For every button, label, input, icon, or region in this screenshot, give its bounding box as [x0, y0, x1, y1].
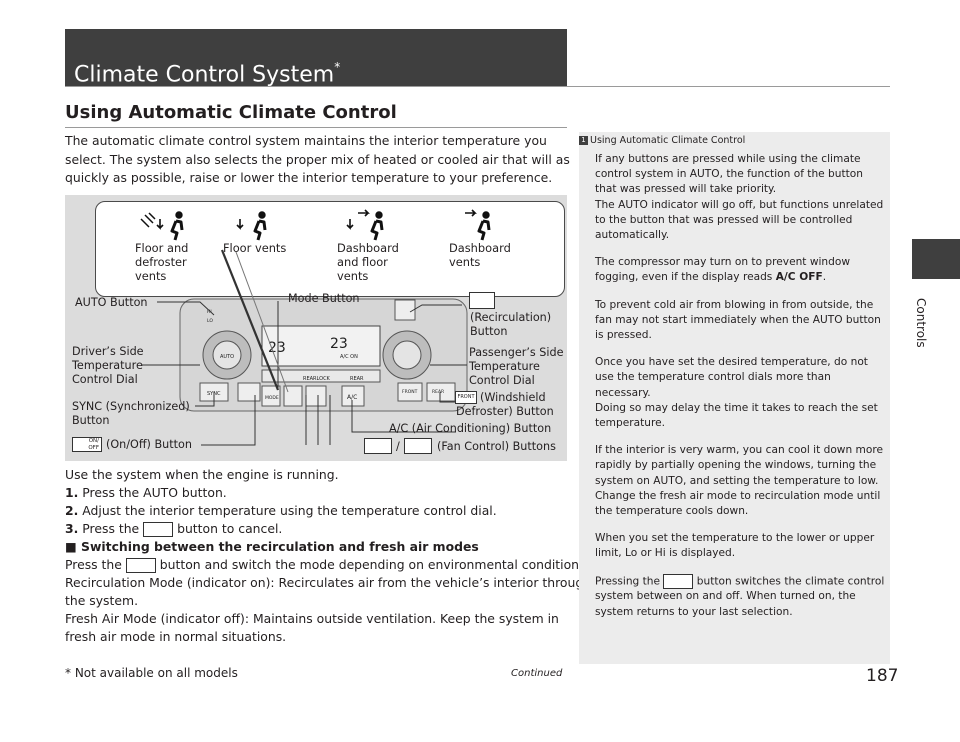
section-title: Using Automatic Climate Control: [65, 102, 397, 123]
floor-vent-icon: [236, 211, 267, 241]
recirculation-icon: [469, 292, 495, 309]
instructions: Use the system when the engine is runnin…: [65, 466, 592, 646]
note-cooling: If the interior is very warm, you can co…: [595, 444, 883, 518]
panel-front-label: FRONT: [402, 389, 418, 395]
callout-passengers-dial: Passenger’s Side Temperature Control Dia…: [469, 346, 564, 387]
callout-auto-button: AUTO Button: [75, 296, 148, 309]
recirc-paragraph: Press the button and switch the mode dep…: [65, 557, 590, 573]
panel-mode-label: MODE: [265, 395, 279, 401]
step-1: 1. Press the AUTO button.: [65, 485, 227, 500]
vent-label-dashboard: Dashboard vents: [449, 241, 511, 269]
callout-lines: [142, 249, 467, 446]
page-number: 187: [866, 666, 899, 686]
callout-fan: (Fan Control) Buttons: [437, 440, 556, 453]
footnote: * Not available on all models: [65, 666, 238, 680]
onoff-sidebar-icon: [663, 573, 694, 589]
title-divider: [65, 86, 890, 87]
note-fan-start: To prevent cold air from blowing in from…: [595, 298, 881, 342]
callout-onoff: (On/Off) Button: [106, 438, 192, 451]
note-priority: If any buttons are pressed while using t…: [595, 153, 884, 242]
onoff-icon: ON/OFF: [72, 437, 102, 452]
note-compressor: The compressor may turn on to prevent wi…: [595, 256, 851, 284]
chapter-title-bar: Climate Control System*: [65, 29, 567, 88]
page-title: Climate Control System*: [74, 60, 341, 88]
step-2: 2. Adjust the interior temperature using…: [65, 503, 497, 518]
panel-auto-label: AUTO: [220, 354, 234, 360]
callout-mode-button: Mode Button: [288, 292, 360, 305]
panel-hi-label: HI: [207, 309, 212, 315]
fan-separator: /: [396, 440, 400, 453]
fan-down-icon: [364, 438, 392, 454]
callout-ac: A/C (Air Conditioning) Button: [389, 422, 552, 435]
onoff-inline-icon: [143, 522, 174, 537]
availability-mark: *: [334, 60, 341, 74]
notes-panel: [579, 132, 890, 664]
panel-ac-label: A/C: [347, 394, 357, 401]
side-tab: [912, 239, 960, 279]
vent-label-floor: Floor vents: [223, 241, 287, 255]
dashboard-floor-vent-icon: [346, 209, 384, 241]
note-limits: When you set the temperature to the lowe…: [595, 532, 875, 560]
recirc-mode-text: Recirculation Mode (indicator on): Recir…: [65, 575, 592, 590]
fresh-mode-text-cont: fresh air mode in normal situations.: [65, 629, 287, 644]
recirc-mode-text-cont: the system.: [65, 593, 139, 608]
notes-marker: 1: [579, 136, 588, 145]
callout-drivers-dial: Driver’s Side Temperature Control Dial: [72, 345, 144, 386]
note-dials: Once you have set the desired temperatur…: [595, 356, 878, 430]
callout-recirculation: (Recirculation) Button: [470, 311, 552, 338]
rear-lock-label: REARLOCK: [303, 376, 331, 382]
side-tab-label: Controls: [914, 298, 928, 348]
step-3: 3. Press the button to cancel.: [65, 521, 283, 537]
fan-up-icon: [404, 438, 432, 454]
callout-defroster: Defroster) Button: [456, 405, 554, 418]
rear-label: REAR: [350, 376, 364, 382]
notes-body: If any buttons are pressed while using t…: [595, 152, 885, 632]
continued-label: Continued: [511, 668, 563, 679]
windshield-defroster-icon: FRONT: [455, 391, 477, 404]
display-ac-on: A/C ON: [340, 354, 358, 360]
display-right-temp: 23: [330, 336, 348, 352]
vent-label-dashboard-floor: Dashboard and floor vents: [337, 241, 399, 283]
callout-sync: SYNC (Synchronized) Button: [72, 400, 190, 427]
dashboard-vent-icon: [465, 209, 491, 241]
panel-rear-label: REAR: [432, 389, 444, 395]
panel-lo-label: LO: [207, 318, 213, 324]
section-divider: [65, 127, 567, 128]
intro-paragraph: The automatic climate control system mai…: [65, 133, 570, 185]
note-onoff: Pressing the button switches the climate…: [595, 573, 885, 618]
steps-lead: Use the system when the engine is runnin…: [65, 467, 339, 482]
recirculation-inline-icon: [125, 558, 156, 573]
fresh-mode-text: Fresh Air Mode (indicator off): Maintain…: [65, 611, 559, 626]
callout-windshield: (Windshield: [480, 391, 546, 404]
floor-defroster-vent-icon: [140, 211, 184, 241]
subheading-recirculation: ■ Switching between the recirculation an…: [65, 539, 479, 554]
vent-label-floor-defroster: Floor and defroster vents: [135, 241, 189, 283]
vent-icons: [140, 209, 491, 241]
display-left-temp: 23: [268, 340, 286, 356]
